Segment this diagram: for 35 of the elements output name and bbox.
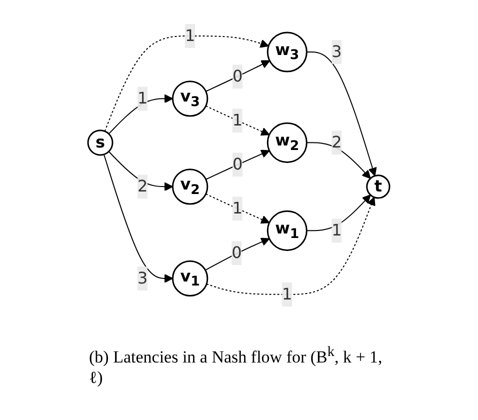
edge-label: 0 (232, 242, 242, 262)
arrow (206, 193, 270, 224)
arrow (205, 238, 270, 270)
edge-label: 0 (232, 154, 243, 174)
arrow (104, 35, 270, 132)
arrow (206, 196, 376, 295)
edge-label: 3 (138, 268, 148, 288)
node-circle: w$_{3}$ (267, 32, 308, 72)
edge-label: 0 (232, 66, 243, 86)
arrow (306, 142, 372, 179)
edge-label: 2 (138, 176, 148, 196)
node-circle: s (88, 129, 114, 156)
arrow (104, 154, 174, 283)
edge-label: 3 (332, 42, 342, 61)
arrow (206, 150, 270, 180)
arrow (108, 94, 174, 134)
arrow (306, 194, 372, 231)
arrow (206, 60, 270, 92)
node-circle: w$_{2}$ (267, 122, 308, 163)
caption: (b) Latencies in a Nash flow for (B$^{k}$, k + 1, ℓ) (89, 344, 384, 388)
arrow (306, 51, 377, 176)
arrow (206, 105, 270, 136)
node-circle: v$_{2}$ (172, 168, 208, 205)
edge-label: 1 (232, 198, 243, 218)
edge-label: 1 (282, 284, 292, 304)
edge-label: 2 (332, 132, 342, 152)
node-circle: t (366, 174, 390, 199)
node-circle: w$_{1}$ (267, 210, 308, 251)
edge-label: 1 (232, 110, 243, 130)
edge-label: 1 (185, 26, 196, 45)
node-circle: v$_{1}$ (172, 260, 208, 296)
edge-label: 1 (332, 220, 342, 240)
edge-label: 1 (138, 88, 148, 108)
node-circle: v$_{3}$ (172, 80, 208, 117)
arrow (108, 150, 174, 191)
